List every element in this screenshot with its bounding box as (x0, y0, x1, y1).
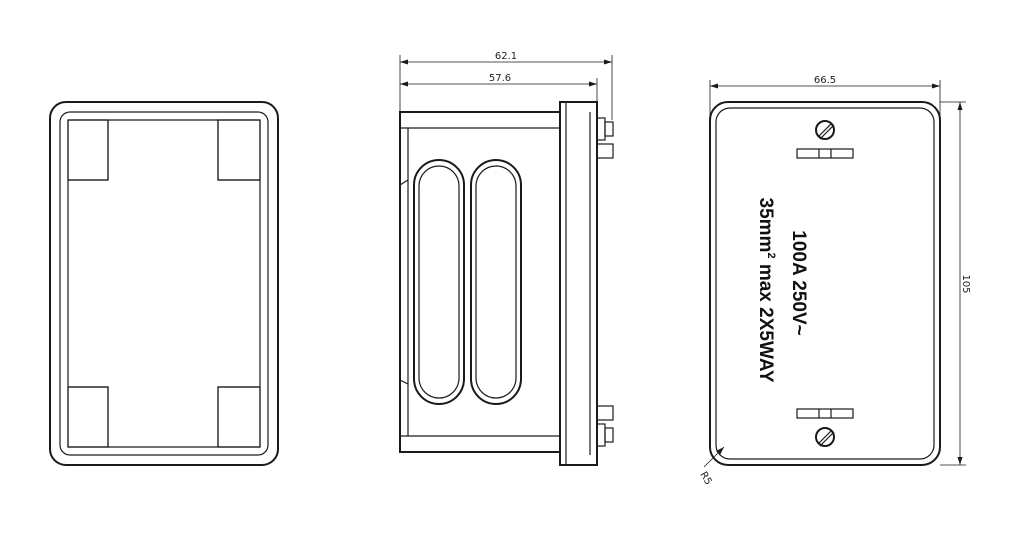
front-clamp-bottom (796, 408, 854, 419)
front-dim-arrow-height-bottom (957, 457, 963, 465)
front-dim-arrow-width-left (710, 83, 718, 89)
side-slot-right-inner (475, 165, 517, 399)
side-slot-left (413, 159, 465, 405)
side-slot-right (470, 159, 522, 405)
front-dim-arrow-width-right (932, 83, 940, 89)
side-clip-top (596, 117, 614, 159)
dim-text-overall-width: 62.1 (495, 51, 517, 62)
front-screw-top (815, 120, 835, 140)
side-clip-bottom (596, 405, 614, 447)
spec-label-prefix: 35mm (755, 198, 776, 253)
front-cover-inner (715, 107, 935, 460)
front-cover-outer (709, 101, 941, 466)
frame-corner-tab-top-left (67, 119, 109, 181)
dim-arrow-overall-right (604, 59, 612, 65)
spec-label: 35mm2 max 2X5WAY (755, 198, 777, 383)
dim-text-body-width: 57.6 (489, 73, 511, 84)
side-slot-left-inner (418, 165, 460, 399)
rating-label: 100A 250V~ (788, 230, 809, 335)
frame-corner-tab-bottom-right (217, 386, 261, 448)
side-view: 62.1 57.6 (399, 51, 614, 466)
frame-inner-border (59, 111, 269, 456)
radius-arrow (716, 447, 724, 455)
side-cover-flange (559, 101, 598, 466)
frame-corner-tab-bottom-left (67, 386, 109, 448)
side-body-taper (399, 179, 409, 385)
spec-label-suffix: max 2X5WAY (755, 259, 776, 383)
front-view: 66.5 105 R5 (697, 75, 971, 487)
frame-corner-tab-top-right (217, 119, 261, 181)
side-body-outline (399, 111, 561, 453)
dim-arrow-body-left (400, 81, 408, 87)
front-clamp-top (796, 148, 854, 159)
front-dim-arrow-height-top (957, 102, 963, 110)
front-screw-bottom (815, 427, 835, 447)
back-view-frame (49, 101, 279, 466)
frame-inner-opening (67, 119, 261, 448)
front-dim-text-width: 66.5 (814, 75, 836, 86)
spec-label-superscript: 2 (765, 252, 777, 258)
dim-arrow-body-right (589, 81, 597, 87)
frame-outer-border (49, 101, 279, 466)
front-dim-text-height: 105 (960, 274, 971, 293)
radius-label: R5 (697, 470, 713, 487)
dim-arrow-overall-left (400, 59, 408, 65)
